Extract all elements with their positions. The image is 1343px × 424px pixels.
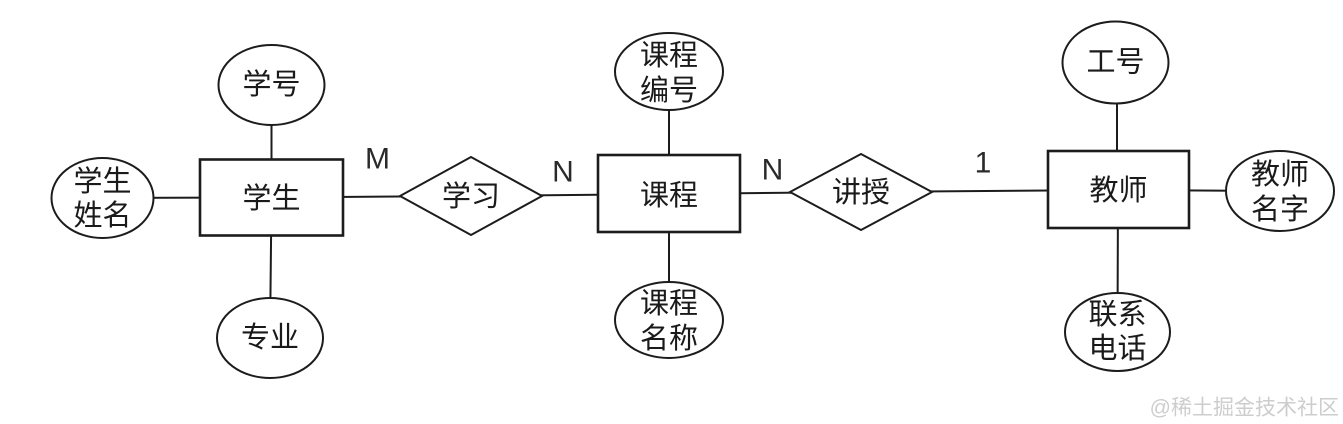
cardinality-study-course: N [552, 156, 574, 189]
entity-student-box [198, 158, 345, 237]
relationship-study-label: 学习 [442, 180, 500, 213]
attribute-contact-phone-label-line1: 联系 [1088, 298, 1146, 331]
cardinality-teach-teacher: 1 [975, 147, 992, 180]
attribute-course-name-label-line2: 名称 [640, 322, 698, 355]
entity-course-box [596, 153, 742, 234]
attribute-course-name-label-line1: 课程 [640, 288, 698, 320]
attribute-student-id-ellipse [217, 44, 326, 126]
attribute-contact-phone-label-line2: 电话 [1088, 332, 1146, 365]
entity-student-label: 学生 [242, 182, 300, 215]
attribute-course-name-ellipse [614, 281, 724, 359]
attribute-major-ellipse [216, 297, 324, 379]
attribute-teacher-name-label-line2: 名字 [1251, 193, 1309, 226]
entity-course-label: 课程 [640, 180, 698, 212]
relationship-study-diamond [397, 155, 545, 237]
attribute-contact-phone-ellipse [1064, 292, 1171, 372]
attribute-student-name-label-line2: 姓名 [73, 199, 131, 232]
attribute-student-name-label-line1: 学生 [73, 165, 131, 198]
watermark-text: @稀土掘金技术社区 [1150, 397, 1339, 420]
attribute-course-id-ellipse [614, 32, 724, 111]
entity-shapes [198, 149, 1191, 237]
cardinality-student-study: M [365, 143, 390, 176]
attribute-shapes [50, 20, 1335, 379]
attribute-teacher-name-ellipse [1225, 150, 1335, 232]
attribute-teacher-name-label-line1: 教师 [1251, 158, 1309, 191]
attribute-major-label: 专业 [241, 321, 299, 354]
attribute-student-name-ellipse [50, 157, 155, 239]
entity-teacher-box [1046, 149, 1191, 230]
entity-teacher-label: 教师 [1089, 174, 1147, 207]
cardinality-course-teach: N [762, 154, 784, 187]
attribute-student-id-label: 学号 [242, 68, 300, 101]
attribute-teacher-id-ellipse [1061, 20, 1170, 105]
attribute-course-id-label-line1: 课程 [640, 40, 698, 72]
relationship-shapes [397, 152, 935, 237]
attribute-teacher-id-label: 工号 [1086, 47, 1144, 79]
relationship-teach-diamond [787, 152, 935, 232]
relationship-teach-label: 讲授 [832, 176, 890, 209]
attribute-course-id-label-line2: 编号 [640, 74, 698, 107]
labels: 学生 课程 教师 学习 讲授 学号 专业 工号 学生 姓名 课程 编号 课程 名… [73, 40, 1339, 420]
